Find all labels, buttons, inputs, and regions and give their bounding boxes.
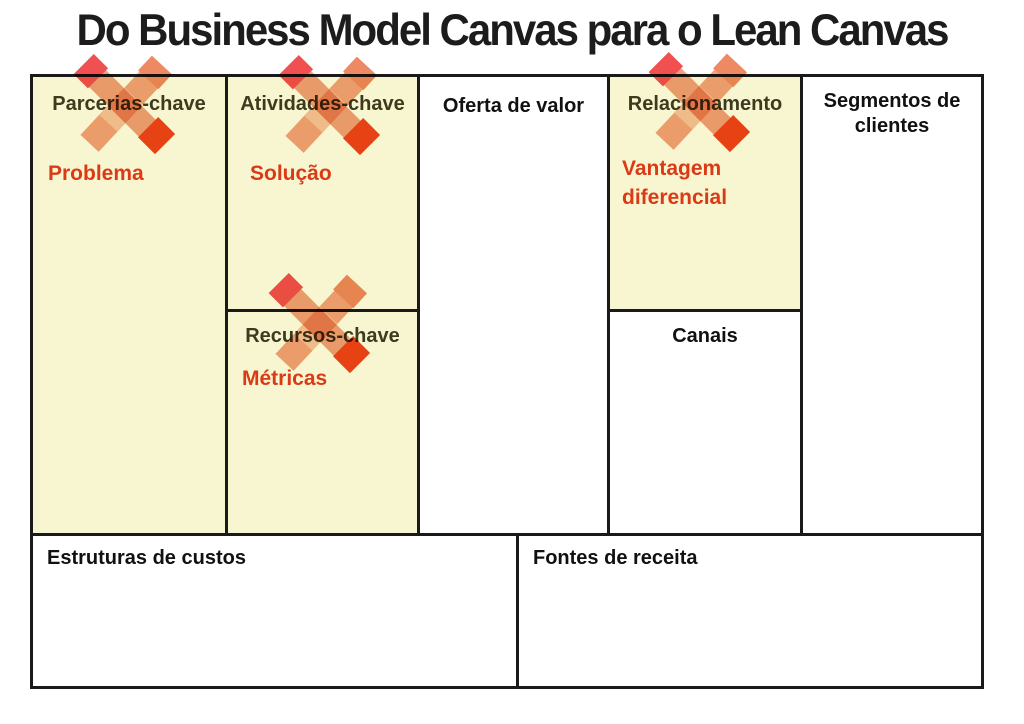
canvas-top-grid: Parcerias-chave Problema Atividades-chav… [33,77,981,533]
lean-label-vantagem-diferencial: Vantagem diferencial [622,157,728,210]
bmc-label-oferta: Oferta de valor [442,95,585,117]
bmc-label-canais: Canais [672,325,738,347]
cell-fontes-de-receita: Fontes de receita [516,536,981,686]
cell-atividades-chave: Atividades-chave Solução [225,77,417,309]
lean-label-problema: Problema [48,162,144,185]
page-title: Do Business Model Canvas para o Lean Can… [76,4,950,55]
bmc-label-parcerias: Parcerias-chave [52,93,206,115]
cell-recursos-chave: Recursos-chave Métricas [225,309,417,533]
cell-oferta-de-valor: Oferta de valor [417,77,607,533]
bmc-label-recursos: Recursos-chave [245,325,400,347]
cell-estruturas-de-custos: Estruturas de custos [33,536,516,686]
cell-relacionamento: Relacionamento Vantagem diferencial [607,77,800,309]
lean-label-solucao: Solução [250,162,332,185]
cell-parcerias-chave: Parcerias-chave Problema [33,77,225,533]
canvas-bottom-row: Estruturas de custos Fontes de receita [33,533,981,686]
bmc-label-relacionamento: Relacionamento [627,93,783,115]
cell-segmentos-de-clientes: Segmentos de clientes [800,77,981,533]
bmc-label-atividades: Atividades-chave [240,93,405,115]
bmc-label-receita: Fontes de receita [533,547,698,569]
bmc-label-custos: Estruturas de custos [47,547,246,569]
bmc-label-segmentos: Segmentos de clientes [823,90,961,137]
lean-label-metricas: Métricas [242,367,328,390]
cell-canais: Canais [607,309,800,533]
lean-canvas-diagram: Parcerias-chave Problema Atividades-chav… [30,51,984,689]
